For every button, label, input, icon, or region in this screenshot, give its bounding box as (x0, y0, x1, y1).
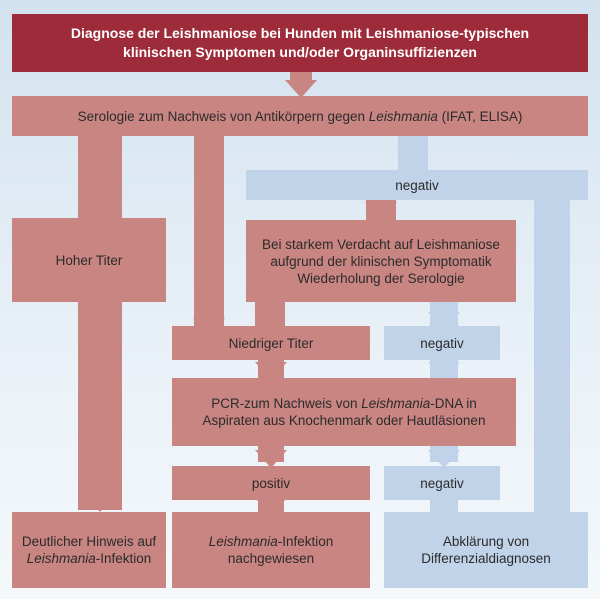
connector-serology-to-niedriger (194, 136, 224, 326)
hinweis-line-2: Leishmania-Infektion (26, 551, 152, 566)
positiv-label: positiv (251, 475, 291, 491)
connector-right-column (534, 196, 570, 512)
negativ-box-3: negativ (384, 466, 500, 500)
negativ-label-1: negativ (395, 177, 439, 193)
hinweis-box: Deutlicher Hinweis auf Leishmania-Infekt… (12, 512, 166, 588)
pcr-line-1: PCR-zum Nachweis von Leishmania-DNA in (211, 396, 477, 411)
arrow-to-hoher-titer (84, 200, 116, 218)
hoher-titer-label: Hoher Titer (55, 252, 123, 268)
arrow-to-negativ-1 (397, 150, 429, 168)
arrow-from-negativ-2 (428, 362, 460, 380)
title-line-2: klinischen Symptomen und/oder Organinsuf… (123, 44, 477, 60)
serology-text: Serologie zum Nachweis von Antikörpern g… (77, 108, 523, 124)
arrow-to-positiv (255, 450, 287, 468)
repeat-line-3: Wiederholung der Serologie (297, 270, 465, 286)
repeat-line-2: aufgrund der klinischen Symptomatik (270, 253, 492, 269)
infektion-line-2: nachgewiesen (227, 551, 315, 566)
infektion-box: Leishmania-Infektion nachgewiesen (172, 512, 370, 588)
pcr-box: PCR-zum Nachweis von Leishmania-DNA in A… (172, 378, 516, 446)
repeat-serology-box: Bei starkem Verdacht auf Leishmaniose au… (246, 220, 516, 302)
negativ-box-2: negativ (384, 326, 500, 360)
arrow-to-negativ-2 (428, 312, 460, 330)
negativ-label-3: negativ (420, 475, 464, 491)
serology-box: Serologie zum Nachweis von Antikörpern g… (12, 96, 588, 136)
arrow-to-abklaerung-right (536, 496, 568, 514)
arrow-to-abklaerung (428, 498, 460, 516)
arrow-to-negativ-3 (428, 450, 460, 468)
connector-left-column (78, 136, 122, 510)
niedriger-titer-box: Niedriger Titer (172, 326, 370, 360)
arrow-to-infektion (255, 498, 287, 516)
repeat-line-1: Bei starkem Verdacht auf Leishmaniose (262, 236, 500, 252)
infektion-line-1: Leishmania-Infektion (208, 534, 334, 549)
negativ-box-1: negativ (246, 170, 588, 200)
arrow-to-repeat (365, 202, 397, 220)
title-line-1: Diagnose der Leishmaniose bei Hunden mit… (70, 25, 530, 41)
niedriger-titer-label: Niedriger Titer (228, 335, 314, 351)
hinweis-line-1: Deutlicher Hinweis auf (21, 534, 157, 549)
connector-repeat-to-niedriger (255, 302, 285, 326)
title-box: Diagnose der Leishmaniose bei Hunden mit… (12, 14, 588, 72)
abklaerung-line-1: Abklärung von (442, 534, 530, 549)
negativ-label-2: negativ (420, 335, 464, 351)
arrow-to-hinweis (84, 494, 116, 512)
abklaerung-line-2: Differenzialdiagnosen (421, 551, 551, 566)
pcr-line-2: Aspiraten aus Knochenmark oder Hautläsio… (202, 413, 486, 428)
positiv-box: positiv (172, 466, 370, 500)
abklaerung-box: Abklärung von Differenzialdiagnosen (384, 512, 588, 588)
arrow-to-serology (285, 80, 317, 98)
hoher-titer-box: Hoher Titer (12, 218, 166, 302)
arrow-to-pcr (255, 362, 287, 380)
